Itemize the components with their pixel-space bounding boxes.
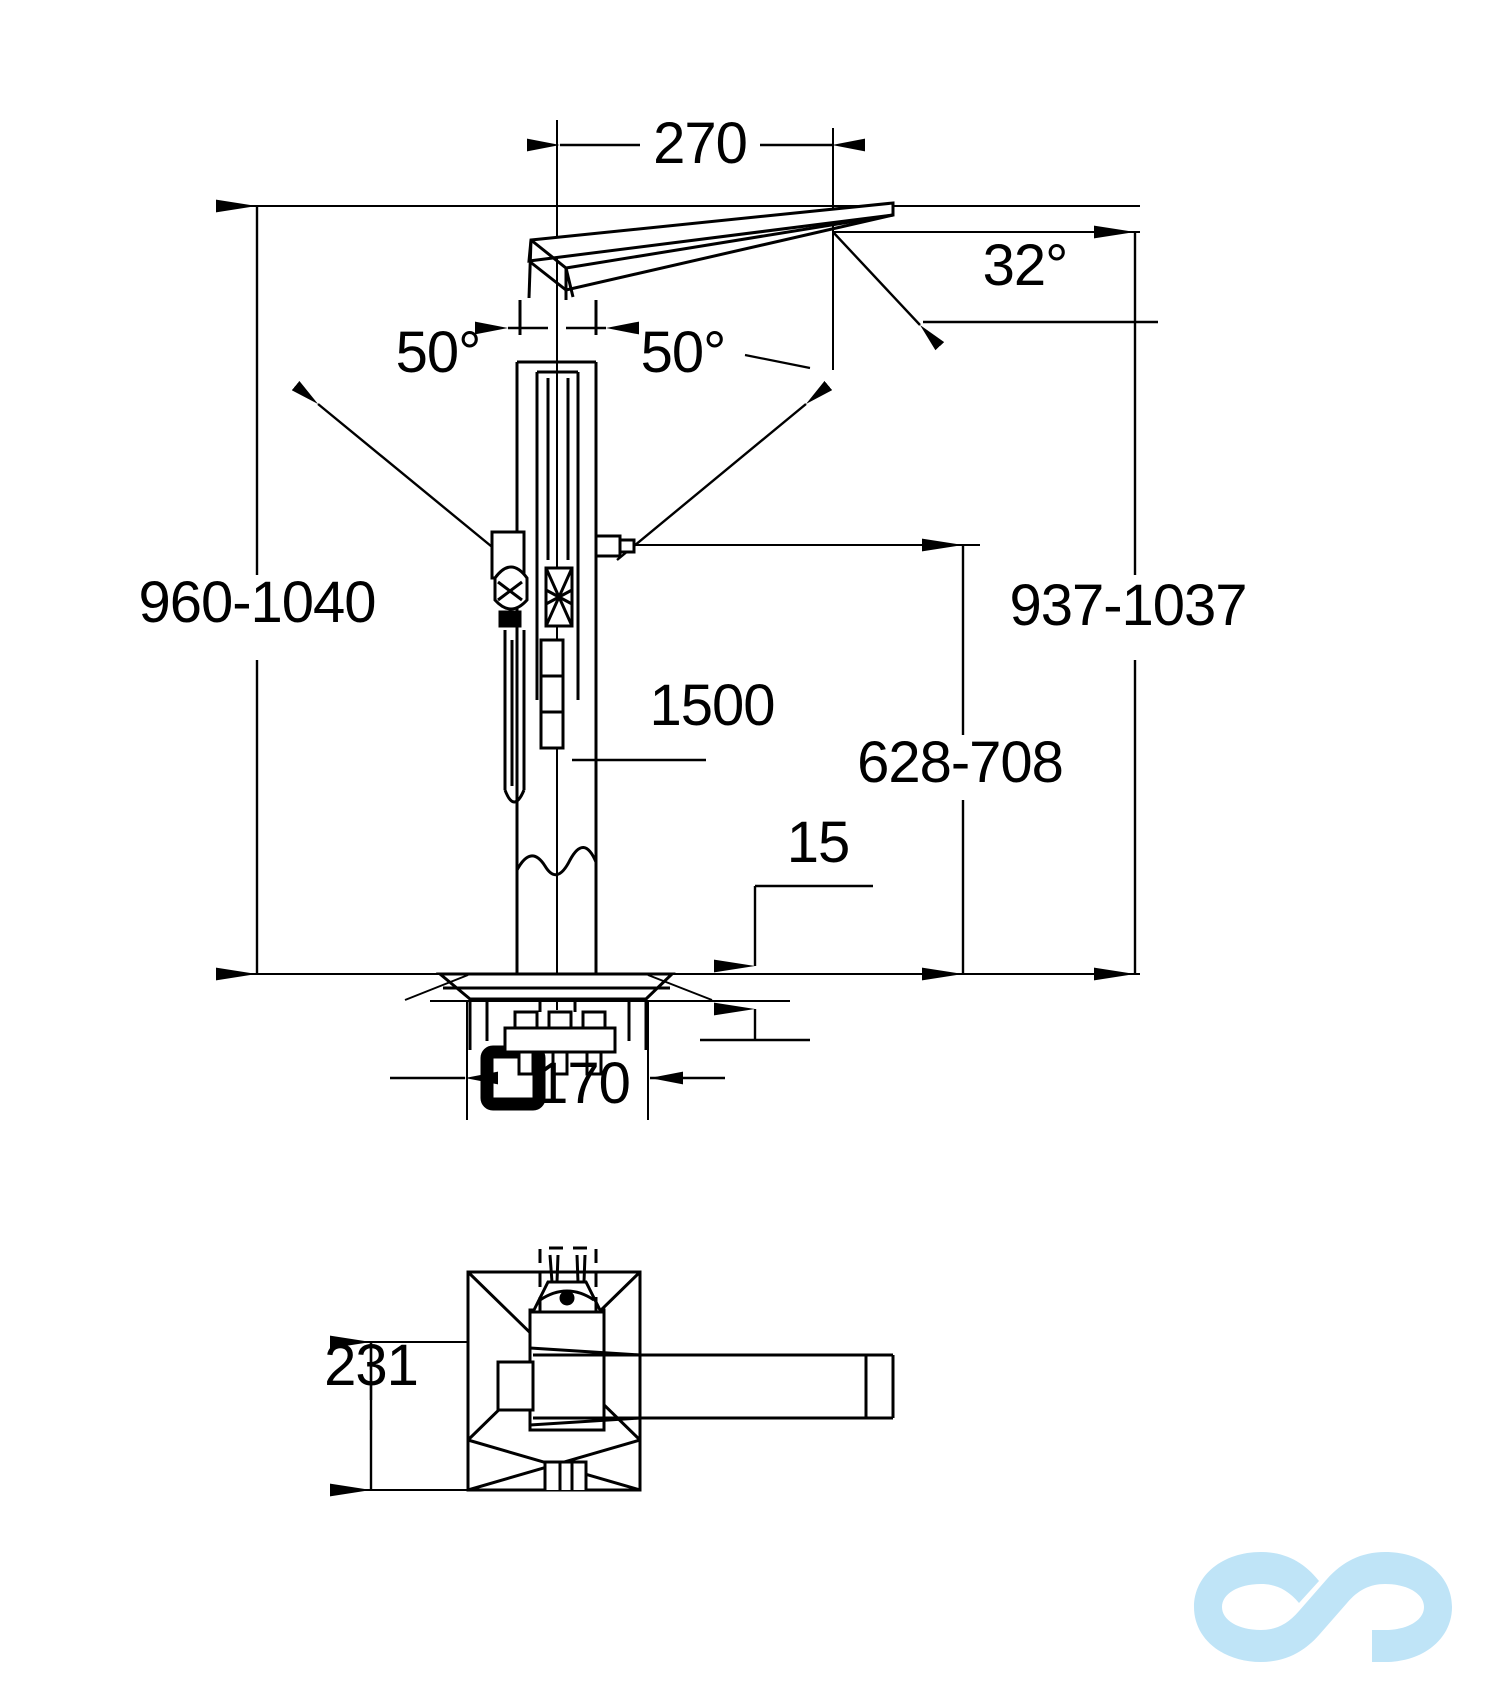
- dimension-handle-angle-right: 50°: [641, 320, 726, 385]
- dimension-handle-height: 628-708: [857, 730, 1063, 795]
- dimension-spout-angle: 32°: [983, 233, 1068, 298]
- dimension-plan-depth: 231: [324, 1333, 418, 1398]
- dimension-total-height: 960-1040: [138, 570, 375, 635]
- dimension-spout-reach: 270: [653, 111, 747, 176]
- dimension-hose-length: 1500: [649, 673, 774, 738]
- dimension-base-thickness: 15: [787, 810, 850, 875]
- dimension-handle-angle-left: 50°: [396, 320, 481, 385]
- dimension-base-square: 170: [536, 1051, 630, 1116]
- dimension-spout-outlet-height: 937-1037: [1009, 573, 1246, 638]
